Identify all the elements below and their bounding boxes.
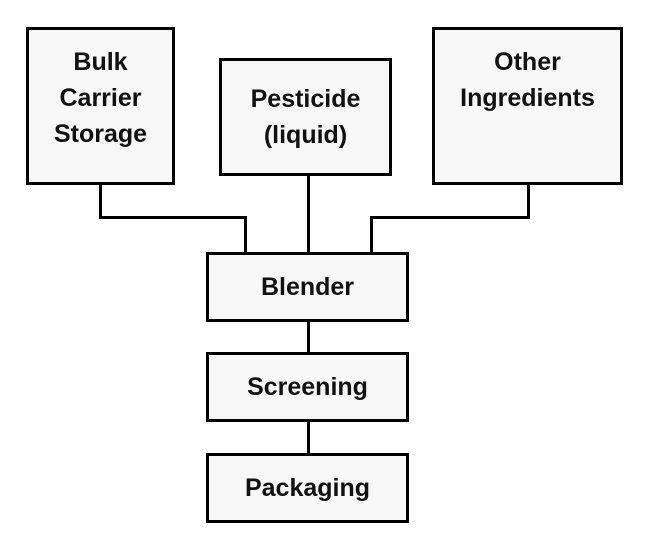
node-other-ingredients: Other Ingredients	[432, 27, 623, 185]
connector-other-to-blender-horizontal	[370, 216, 530, 219]
connector-other-to-blender-drop	[370, 216, 373, 254]
node-screening: Screening	[206, 352, 409, 422]
connector-screening-to-packaging	[307, 420, 310, 455]
connector-blender-to-screening	[307, 320, 310, 354]
connector-other-to-blender-down	[527, 183, 530, 219]
connector-bulk-to-blender-drop	[244, 216, 247, 254]
node-bulk-carrier-storage: Bulk Carrier Storage	[26, 27, 175, 185]
node-label: Other Ingredients	[460, 48, 595, 112]
connector-bulk-to-blender-horizontal	[99, 216, 247, 219]
node-label: Pesticide (liquid)	[250, 85, 361, 149]
node-label: Bulk Carrier Storage	[53, 48, 148, 148]
node-packaging: Packaging	[206, 453, 409, 523]
node-label: Screening	[247, 373, 368, 401]
node-blender: Blender	[206, 252, 409, 322]
node-label: Blender	[260, 273, 355, 301]
connector-bulk-to-blender-down	[99, 183, 102, 218]
node-label: Packaging	[244, 474, 371, 502]
node-pesticide-liquid: Pesticide (liquid)	[219, 58, 392, 176]
connector-pesticide-to-blender	[307, 175, 310, 254]
